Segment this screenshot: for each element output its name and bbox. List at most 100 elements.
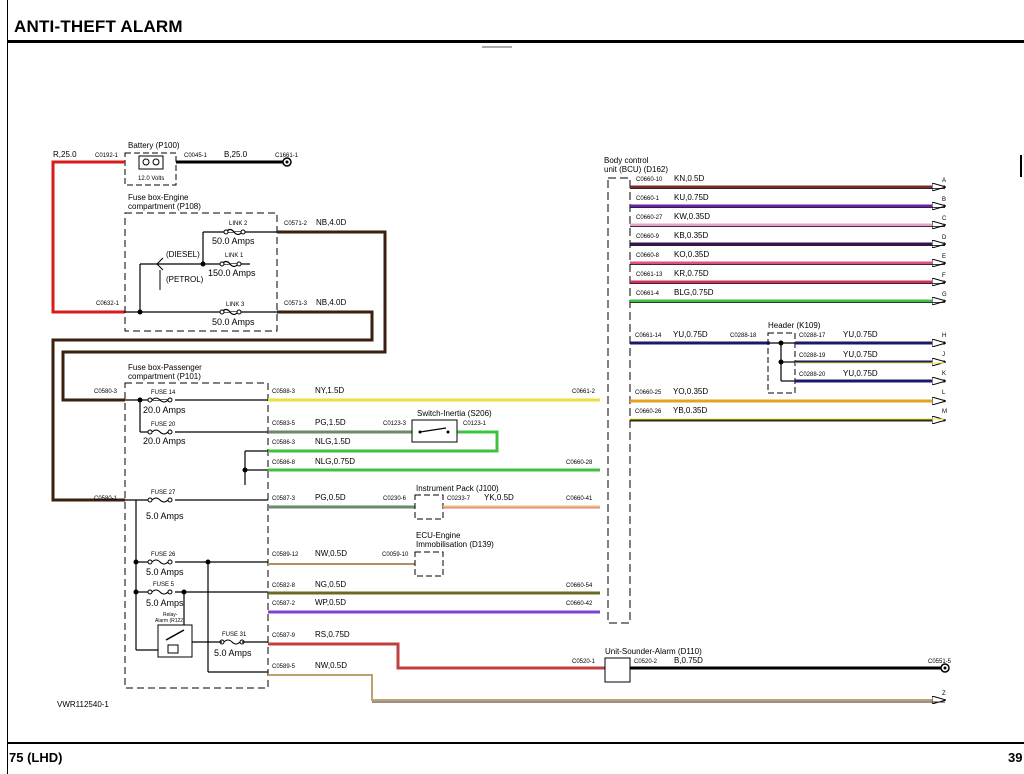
wire-b25-label: B,25.0 bbox=[224, 150, 248, 159]
fuse5-symbol bbox=[147, 589, 173, 595]
fuse27-symbol bbox=[147, 497, 173, 503]
fusebox-pass-label2: compartment (P101) bbox=[128, 372, 201, 381]
link2-name: LINK 2 bbox=[229, 221, 248, 227]
battery-box bbox=[124, 152, 177, 186]
header-k109-label: Header (K109) bbox=[768, 321, 821, 330]
page-number: 39 bbox=[1008, 750, 1023, 765]
wire-yb035-label: YB,0.35D bbox=[673, 406, 707, 415]
fuse14-amps: 20.0 Amps bbox=[143, 405, 186, 415]
conn-c0660-25: C0660-25 bbox=[635, 390, 662, 396]
fusebox-passenger-box bbox=[124, 382, 269, 689]
link3-name: LINK 3 bbox=[226, 302, 245, 308]
conn-c0589-5: C0589-5 bbox=[272, 664, 296, 670]
instrument-pack-box bbox=[414, 494, 444, 520]
conn-c0588-3: C0588-3 bbox=[272, 389, 296, 395]
output-letter-h: H bbox=[942, 333, 946, 339]
battery-terminal-pos bbox=[152, 158, 160, 166]
link2-symbol bbox=[223, 228, 246, 236]
conn-c0587-2: C0587-2 bbox=[272, 601, 296, 607]
ecu-label1: ECU-Engine bbox=[416, 531, 461, 540]
ecu-box bbox=[414, 551, 444, 577]
conn-c0583-5: C0583-5 bbox=[272, 421, 296, 427]
fuse26-name: FUSE 26 bbox=[151, 552, 176, 558]
conn-c0288-18: C0288-18 bbox=[730, 333, 757, 339]
conn-c0586-8: C0586-8 bbox=[272, 460, 296, 466]
bcu-wire-label-g: BLG,0.75D bbox=[674, 288, 714, 297]
fuse27-name: FUSE 27 bbox=[151, 490, 176, 496]
bcu-conn-d: C0660-9 bbox=[636, 234, 660, 240]
conn-c0571-2: C0571-2 bbox=[284, 221, 308, 227]
wire-ny15-label: NY,1.5D bbox=[315, 386, 344, 395]
conn-c0660-42: C0660-42 bbox=[566, 601, 593, 607]
wire-pg05-label: PG,0.5D bbox=[315, 493, 346, 502]
fuse31-amps: 5.0 Amps bbox=[214, 648, 252, 658]
footer-rule bbox=[8, 742, 1024, 744]
conn-c0520-2: C0520-2 bbox=[634, 659, 658, 665]
conn-c0288-19: C0288-19 bbox=[799, 353, 826, 359]
output-letter-a: A bbox=[942, 178, 946, 184]
conn-c0288-20: C0288-20 bbox=[799, 372, 826, 378]
conn-c0580-3: C0580-3 bbox=[94, 389, 118, 395]
conn-c0589-12: C0589-12 bbox=[272, 552, 299, 558]
link3-symbol bbox=[219, 308, 242, 316]
conn-c0288-17: C0288-17 bbox=[799, 333, 826, 339]
wire-yo035-label: YO,0.35D bbox=[673, 387, 708, 396]
output-letter-k: K bbox=[942, 371, 946, 377]
wire-ng05-label: NG,0.5D bbox=[315, 580, 346, 589]
wire-r25 bbox=[51, 160, 125, 314]
fuse5-name: FUSE 5 bbox=[153, 582, 175, 588]
conn-c0660-54: C0660-54 bbox=[566, 583, 593, 589]
relay-alarm-box bbox=[157, 624, 193, 658]
output-letter-d: D bbox=[942, 235, 947, 241]
output-letter-f: F bbox=[942, 273, 946, 279]
petrol-label: (PETROL) bbox=[166, 275, 204, 284]
conn-c0660-28: C0660-28 bbox=[566, 460, 593, 466]
bcu-conn-g: C0661-4 bbox=[636, 291, 660, 297]
ecu-label2: Immobilisation (D139) bbox=[416, 540, 494, 549]
sounder-box bbox=[604, 657, 631, 683]
wire-nw05b-label: NW,0.5D bbox=[315, 661, 347, 670]
wire-nlg075-label: NLG,0.75D bbox=[315, 457, 355, 466]
top-divider bbox=[482, 46, 512, 48]
link1-symbol bbox=[219, 260, 242, 268]
fuse31-symbol bbox=[219, 639, 245, 645]
output-letter-b: B bbox=[942, 197, 946, 203]
conn-c0233-7: C0233-7 bbox=[447, 496, 471, 502]
output-letter-j: J bbox=[942, 352, 945, 358]
bcu-conn-e: C0660-8 bbox=[636, 253, 660, 259]
fuse26-symbol bbox=[147, 559, 173, 565]
battery-terminal-neg bbox=[142, 158, 150, 166]
battery-volts: 12.0 Volts bbox=[138, 176, 164, 182]
conn-c0045: C0045-1 bbox=[184, 153, 208, 159]
conn-c0582-8: C0582-8 bbox=[272, 583, 296, 589]
conn-c0661-14: C0661-14 bbox=[635, 333, 662, 339]
wire-nb4a-label: NB,4.0D bbox=[316, 218, 346, 227]
bcu-label2: unit (BCU) (D162) bbox=[604, 165, 668, 174]
switch-inertia-label: Switch-Inertia (S206) bbox=[417, 409, 492, 418]
conn-c0059-10: C0059-10 bbox=[382, 552, 409, 558]
wire-pg15-label: PG,1.5D bbox=[315, 418, 346, 427]
output-letter-l: L bbox=[942, 390, 946, 396]
wire-b075-label: B,0.75D bbox=[674, 656, 703, 665]
bcu-wire-label-e: KO,0.35D bbox=[674, 250, 709, 259]
fuse14-symbol bbox=[147, 397, 173, 403]
battery-cell bbox=[138, 155, 164, 170]
wire-r25-label: R,25.0 bbox=[53, 150, 77, 159]
bcu-conn-b: C0660-1 bbox=[636, 196, 660, 202]
conn-c0230-6: C0230-6 bbox=[383, 496, 407, 502]
wire-nw05b bbox=[268, 674, 945, 700]
footer-model: 75 (LHD) bbox=[9, 750, 63, 765]
conn-c0660-41: C0660-41 bbox=[566, 496, 593, 502]
fusebox-pass-label1: Fuse box-Passenger bbox=[128, 363, 202, 372]
wire-yu075c-label: YU,0.75D bbox=[843, 350, 878, 359]
bcu-wire-label-b: KU,0.75D bbox=[674, 193, 709, 202]
conn-c1661: C1661-1 bbox=[275, 153, 299, 159]
fuse14-name: FUSE 14 bbox=[151, 390, 176, 396]
fuse20-amps: 20.0 Amps bbox=[143, 436, 186, 446]
conn-c0632: C0632-1 bbox=[96, 301, 120, 307]
sounder-label: Unit-Sounder-Alarm (D110) bbox=[605, 647, 702, 656]
bcu-wire-label-d: KB,0.35D bbox=[674, 231, 708, 240]
fuse20-symbol bbox=[147, 429, 173, 435]
instrument-pack-label: Instrument Pack (J100) bbox=[416, 484, 499, 493]
conn-c0587-9: C0587-9 bbox=[272, 633, 296, 639]
